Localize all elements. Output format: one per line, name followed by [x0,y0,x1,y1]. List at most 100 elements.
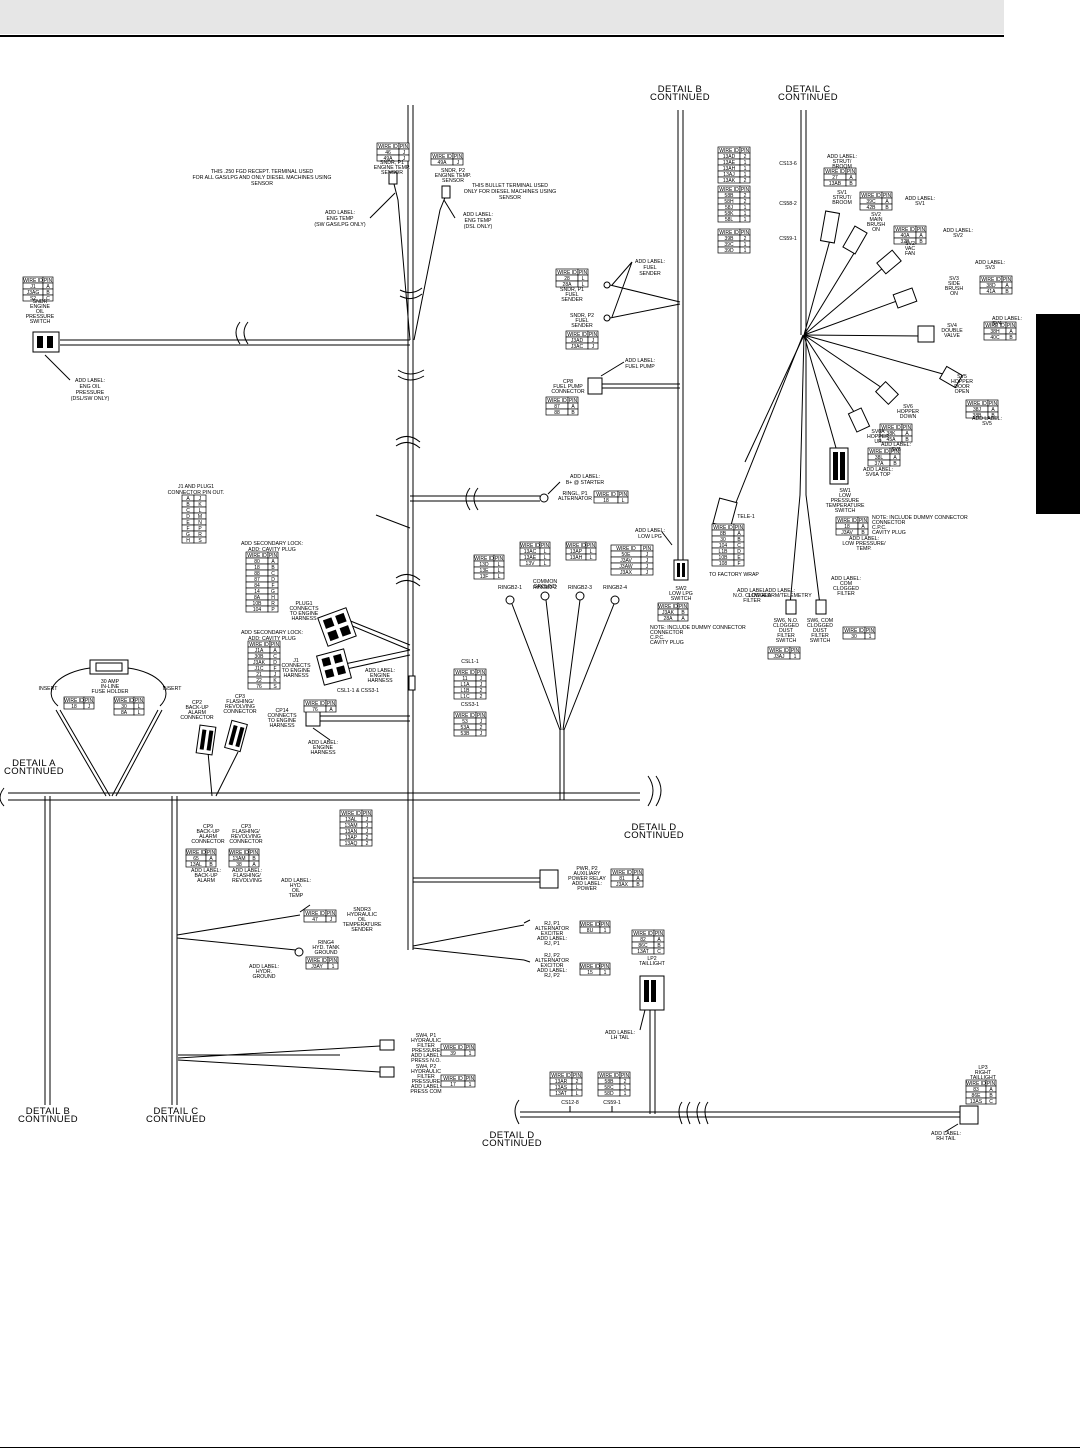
table-value: 1 [744,166,747,172]
table-header: PIN [454,154,463,160]
label-line: PLUG1 [295,601,312,607]
table-value: 13AS [970,1099,983,1105]
label-line: DETAIL D [490,1130,535,1141]
table-value: 47 [312,917,318,923]
label-line: ENGINE TEMP. [435,173,471,179]
table-value: L [544,561,547,567]
label-line: FLASHING/ [233,873,261,879]
table-cell [398,154,410,162]
table-value: S [198,538,202,544]
table-value: B [893,461,897,467]
table-value: J [592,338,595,344]
label-line: LOW LPG [638,534,662,540]
table-header: WIRE ID [229,850,249,856]
table-value: 18 [71,704,77,710]
table-value: 1 [744,211,747,217]
table-header: PIN [477,670,486,676]
header-band [0,0,1004,34]
label-line: SV3 [949,276,959,282]
label-line: DETAIL B [658,84,702,95]
table-value: B [46,290,50,296]
table-value: 13V [526,561,536,567]
table-header: PIN [541,543,550,549]
table-value: 2 [624,1079,627,1085]
label-line: SNDR3 [353,907,371,913]
table-value: H [186,538,190,544]
table-header: WIRE ID [455,713,475,719]
factory-wrap-label: TO FACTORY WRAP [709,572,759,578]
table-value: C [737,543,741,549]
table-value: 13AD [723,154,736,160]
label-line: ADD LABEL: [635,259,665,265]
label-line: ENG TEMP [327,216,355,222]
table-value: A [1009,329,1013,335]
label-line: SNDR, P2 [570,313,594,319]
label-line: SV2 [871,212,881,218]
table-value: 42B [867,205,877,211]
table-value: P [198,526,202,532]
label-line: COM [840,581,852,587]
table-value: 1 [744,205,747,211]
table-value: A [991,407,995,413]
label-line: RJ, P2 [544,953,560,959]
label-line: ADD LABEL: [325,210,355,216]
table-cell [640,568,654,576]
table-header: PIN [634,870,643,876]
table-header: PIN [989,401,998,407]
label-line: UP [874,439,882,445]
table-cell [739,246,751,254]
table-value: L [576,1091,579,1097]
table-value: 1 [744,248,747,254]
table-value: A [571,404,575,410]
table-value: 13AE [723,160,736,166]
label-line: HARNESS [291,616,317,622]
label-line: SWITCH [810,638,831,644]
ring-ground-fan [505,591,620,800]
label-line: DETAIL B [26,1106,70,1117]
table-header: PIN [269,553,278,559]
table-value: L1B [719,549,729,555]
table-header: PIN [621,1073,630,1079]
secondary-lock-2-label: ADD SECONDARY LOCK:ADD: CAVITY PLUG [241,630,303,642]
table-header: WIRE ID [713,525,733,531]
label-line: CONNECTOR [872,520,906,526]
table-header: PIN [643,546,652,552]
table-value: 28A [563,282,573,288]
table-value: J [646,558,649,564]
splice-label: CS59-1 [779,236,797,242]
table-header: PIN [1003,277,1012,283]
table-header: WIRE ID [719,187,739,193]
label-line: SW4, P2 [416,1064,437,1070]
table-value: 88 [254,571,260,577]
css3-1-label: CSS3-1 [461,702,479,708]
sv6-label-label: ADD LABEL:SV6 [881,442,911,453]
label-line: MAIN [870,217,883,223]
label-line: ADD LABEL: [411,1084,441,1090]
table-value: A [905,431,909,437]
table-header: WIRE ID [580,964,600,970]
table-header: PIN [735,525,744,531]
label-line: ADD LABEL: [972,416,1002,422]
label-line: ENGINE TEMP. [374,165,410,171]
table-value: 1 [332,964,335,970]
table-value: J [480,731,483,737]
label-line: TO FACTORY WRAP [709,572,759,578]
label-line: ADD LABEL: [365,668,395,674]
table-cell [632,880,644,888]
label-line: OIL [292,888,300,894]
label-line: ADD LABEL: [605,1030,635,1036]
label-line: CONNECTS [289,606,319,612]
label-line: C.P.C. [650,635,665,641]
label-line: INSERT [163,686,183,692]
